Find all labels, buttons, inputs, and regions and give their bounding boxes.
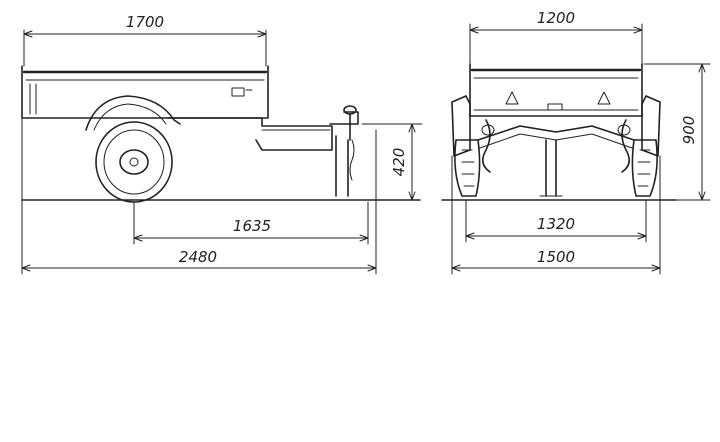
rear-wheels (454, 139, 658, 197)
dim-hitch-height: 420 (361, 123, 423, 201)
dim-overall-length: 2480 (21, 117, 377, 275)
dim-body-width: 1200 (469, 9, 643, 65)
rear-fenders (451, 95, 661, 157)
side-view: 1700 420 1635 2480 (21, 13, 423, 275)
dim-label-1200: 1200 (537, 9, 575, 27)
dim-label-420: 420 (390, 148, 408, 177)
dim-track-width: 1320 (465, 199, 647, 243)
rear-view: 1200 900 1320 1500 (441, 9, 711, 275)
dim-axle-to-hitch: 1635 (133, 201, 369, 245)
side-chassis (85, 95, 359, 151)
dim-label-1320: 1320 (537, 215, 575, 233)
dim-label-1700: 1700 (126, 13, 164, 31)
side-body (21, 65, 269, 119)
dim-label-1500: 1500 (537, 248, 575, 266)
rear-axle (477, 119, 635, 197)
dim-body-length: 1700 (23, 13, 267, 67)
dim-overall-width: 1500 (451, 155, 661, 275)
dim-label-2480: 2480 (179, 248, 217, 266)
side-wheel (95, 121, 173, 203)
rear-body (469, 63, 643, 117)
dim-label-1635: 1635 (233, 217, 271, 235)
side-hitch (335, 105, 357, 197)
dim-label-900: 900 (680, 116, 698, 145)
dim-overall-height: 900 (643, 63, 711, 201)
